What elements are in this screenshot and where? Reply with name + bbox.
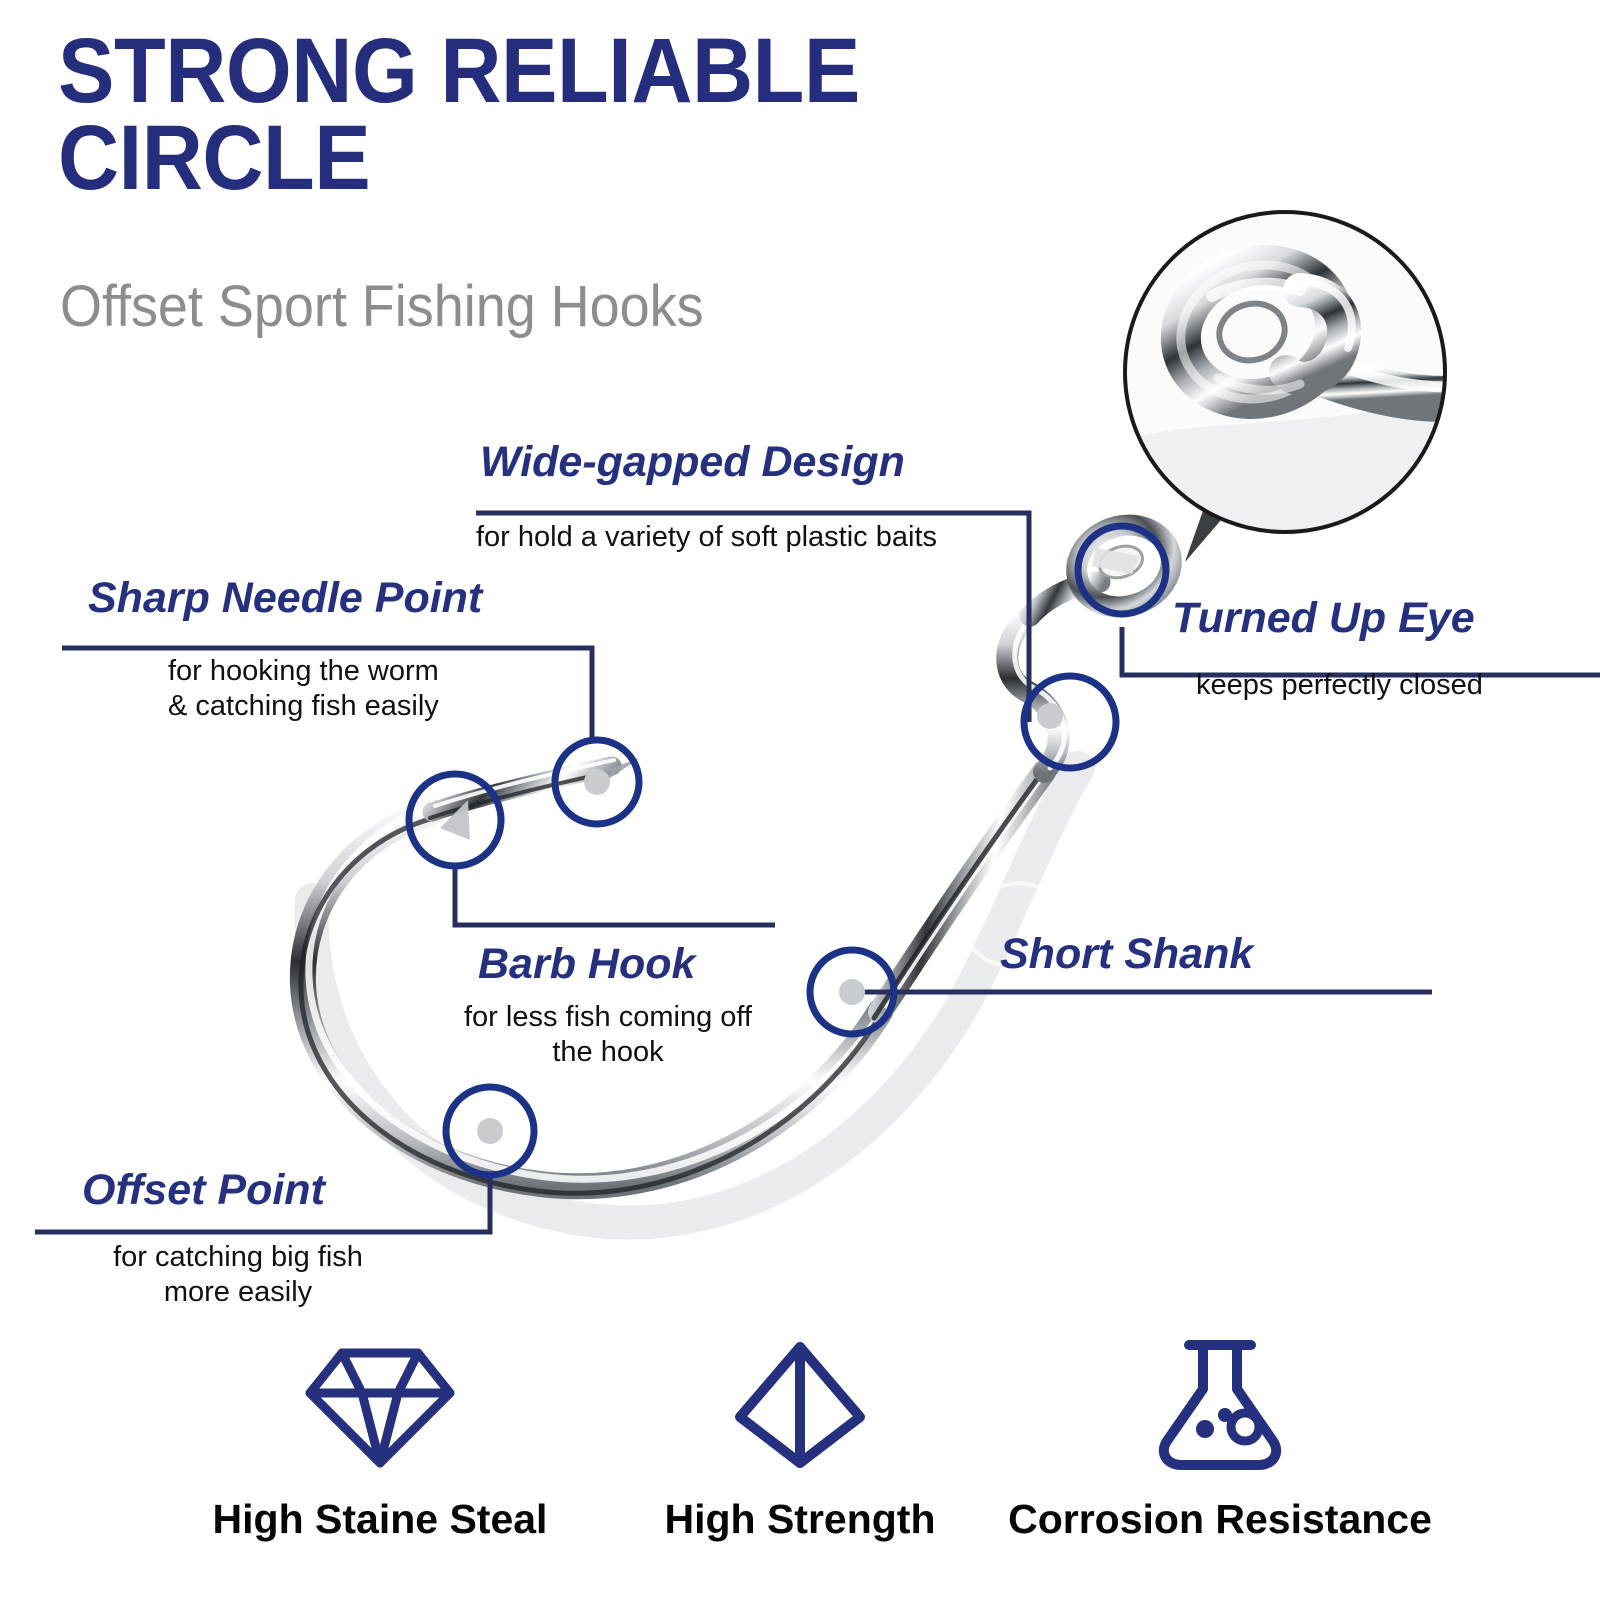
callout-sharp-needle-point-sub: for hooking the worm & catching fish eas… bbox=[168, 654, 439, 724]
feature-label: Corrosion Resistance bbox=[1008, 1496, 1432, 1542]
callout-offset-point: Offset Point bbox=[82, 1166, 325, 1214]
marker-offset-point[interactable] bbox=[442, 1083, 538, 1179]
page-title: STRONG RELIABLE CIRCLE bbox=[58, 20, 1158, 210]
callout-subtext-line2: more easily bbox=[163, 1275, 313, 1308]
feature-label: High Strength bbox=[664, 1496, 936, 1542]
barb-wedge bbox=[440, 800, 470, 840]
magnifier-callout bbox=[1123, 210, 1447, 562]
marker-short-shank[interactable] bbox=[806, 946, 898, 1038]
callout-subtext-line2: the hook bbox=[552, 1035, 664, 1068]
marker-wide-gapped-design[interactable] bbox=[1020, 672, 1120, 772]
page-subtitle: Offset Sport Fishing Hooks bbox=[60, 274, 704, 339]
callout-title: Wide-gapped Design bbox=[480, 438, 905, 486]
callout-subtext: keeps perfectly closed bbox=[1196, 669, 1483, 701]
callout-offset-point-sub: for catching big fish more easily bbox=[48, 1240, 428, 1310]
callout-sharp-needle-point: Sharp Needle Point bbox=[88, 574, 483, 622]
callout-subtext-line1: for catching big fish bbox=[113, 1241, 363, 1273]
hook-neck bbox=[1019, 571, 1111, 627]
feature-high-strength: High Strength bbox=[590, 1330, 1010, 1543]
hook-shadow bbox=[294, 751, 1095, 1240]
marker-turned-up-eye[interactable] bbox=[1074, 522, 1170, 618]
marker-barb-hook[interactable] bbox=[405, 770, 505, 870]
feature-strip: High Staine Steal High Strength bbox=[0, 1330, 1600, 1543]
magnifier-ring bbox=[1123, 210, 1447, 534]
feature-high-staine-steal: High Staine Steal bbox=[170, 1330, 590, 1543]
callout-subtext-line1: for less fish coming off bbox=[464, 1001, 752, 1033]
callout-title: Barb Hook bbox=[478, 940, 696, 988]
title-line-2: CIRCLE bbox=[58, 107, 371, 210]
hook-point-highlight bbox=[433, 758, 616, 808]
callout-turned-up-eye-sub: keeps perfectly closed bbox=[1196, 668, 1483, 703]
marker-sharp-needle-point[interactable] bbox=[551, 736, 643, 828]
callout-wide-gapped-design: Wide-gapped Design bbox=[480, 438, 905, 486]
callout-subtext-line1: for hooking the worm bbox=[168, 655, 439, 687]
callout-short-shank: Short Shank bbox=[1000, 930, 1254, 978]
hook-tip bbox=[600, 758, 640, 782]
leader-barb-hook bbox=[452, 864, 775, 928]
feature-corrosion-resistance: Corrosion Resistance bbox=[1008, 1330, 1432, 1543]
hook-eye bbox=[964, 514, 1182, 968]
feature-markers bbox=[405, 522, 1170, 1179]
pyramid-icon bbox=[734, 1330, 866, 1480]
hook-offset-highlight bbox=[1012, 609, 1068, 771]
title-line-1: STRONG RELIABLE bbox=[58, 20, 860, 122]
marker-dots bbox=[477, 703, 1063, 1144]
callout-title: Offset Point bbox=[82, 1166, 325, 1214]
hook-point-shadowline bbox=[428, 770, 612, 820]
hook-shank-shadowline bbox=[871, 775, 1041, 1021]
callout-wide-gapped-design-sub: for hold a variety of soft plastic baits bbox=[476, 520, 937, 555]
callout-turned-up-eye: Turned Up Eye bbox=[1172, 594, 1475, 642]
callout-barb-hook: Barb Hook bbox=[478, 940, 696, 988]
callout-barb-hook-sub: for less fish coming off the hook bbox=[438, 1000, 778, 1070]
flask-icon bbox=[1153, 1330, 1287, 1480]
hook-offset-bend bbox=[996, 605, 1070, 783]
hook-bend-highlight bbox=[305, 801, 890, 1183]
diamond-icon bbox=[304, 1330, 456, 1480]
hook-point bbox=[422, 756, 622, 822]
feature-label: High Staine Steal bbox=[212, 1496, 548, 1542]
callout-title: Sharp Needle Point bbox=[88, 574, 483, 622]
magnifier-photo bbox=[1125, 212, 1445, 532]
callout-subtext-line2: & catching fish easily bbox=[168, 689, 439, 722]
callout-subtext: for hold a variety of soft plastic baits bbox=[476, 521, 937, 553]
magnifier-pointer bbox=[1185, 492, 1245, 562]
callout-title: Turned Up Eye bbox=[1172, 594, 1475, 642]
callout-title: Short Shank bbox=[1000, 930, 1254, 978]
